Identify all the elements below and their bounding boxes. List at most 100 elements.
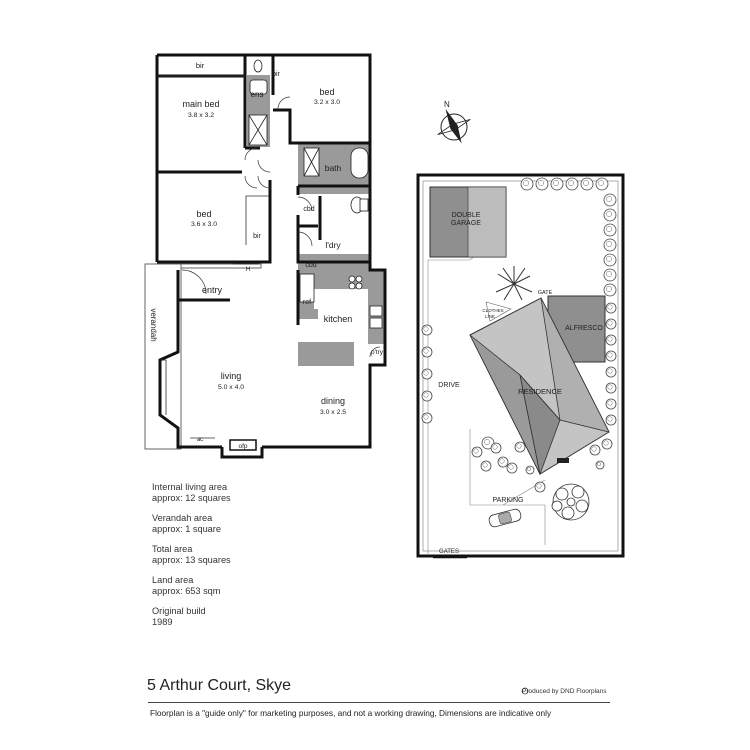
shrub-icon: [605, 302, 617, 314]
shrub-icon: [605, 318, 617, 330]
shrub-detail: [591, 446, 597, 452]
shrub-detail: [423, 414, 429, 420]
verandah-area-title: Verandah area: [152, 513, 213, 523]
shrub-detail: [607, 336, 613, 342]
shrub-detail: [607, 384, 613, 390]
shrub-detail: [607, 416, 613, 422]
shrub-icon: [603, 268, 617, 282]
shrub-icon: [514, 441, 526, 453]
shrub-detail: [523, 180, 529, 186]
shrub-icon: [497, 456, 509, 468]
gate-top-label: GATE: [538, 290, 553, 296]
shrub-icon: [603, 193, 617, 207]
shrub-icon: [605, 366, 617, 378]
shrub-detail: [423, 392, 429, 398]
room-label-verandah: verandah: [149, 308, 158, 341]
shrub-icon: [506, 462, 518, 474]
shrub-detail: [606, 271, 612, 277]
shrub-icon: [605, 398, 617, 410]
shrub-icon: [605, 350, 617, 362]
shrub-detail: [568, 180, 574, 186]
north-arrow: N: [437, 100, 471, 144]
shrub-detail: [538, 180, 544, 186]
site-plan: DOUBLE GARAGE ALFRESCO GATE RESIDENCE CL…: [416, 173, 625, 559]
shrub-detail: [482, 462, 488, 468]
shrub-detail: [583, 180, 589, 186]
clothes-label-1: CLOTHES: [482, 308, 503, 313]
verandah-area-value: approx: 1 square: [152, 524, 221, 534]
drive-label: DRIVE: [438, 382, 460, 389]
shrub-icon: [580, 177, 594, 191]
shrub-detail: [473, 448, 479, 454]
total-area-value: approx: 13 squares: [152, 555, 231, 565]
shrub-detail: [499, 458, 505, 464]
shrub-detail: [423, 326, 429, 332]
clothes-line: CLOTHES LINE: [482, 301, 512, 322]
shrub-detail: [553, 180, 559, 186]
original-build-value: 1989: [152, 617, 173, 627]
shrub-icon: [603, 223, 617, 237]
disclaimer-text: Floorplan is a "guide only" for marketin…: [150, 708, 552, 718]
room-dims-dining: 3.0 x 2.5: [320, 409, 346, 416]
garage-label-2: GARAGE: [451, 220, 481, 227]
room-dims-living: 5.0 x 4.0: [218, 384, 244, 391]
land-area-title: Land area: [152, 575, 194, 585]
internal-area: Internal living area approx: 12 squares: [152, 482, 352, 504]
shrub-detail: [607, 368, 613, 374]
room-label-cbd-left: cbd: [303, 206, 314, 213]
shrub-detail: [423, 370, 429, 376]
garage-label-1: DOUBLE: [452, 212, 481, 219]
room-label-kitchen: kitchen: [324, 314, 353, 324]
shrub-detail: [596, 461, 602, 467]
room-label-pantry: p'try: [371, 349, 384, 356]
shrub-detail: [607, 352, 613, 358]
shrub-icon: [490, 442, 502, 454]
room-label-ofp: ofp: [238, 443, 247, 450]
total-area: Total area approx: 13 squares: [152, 544, 352, 566]
area-summary: Internal living area approx: 12 squares …: [152, 482, 352, 637]
shrub-detail: [606, 286, 612, 292]
shrub-icon: [605, 414, 617, 426]
room-labels: bir main bed 3.8 x 3.2 ens bir bed 3.2 x…: [149, 61, 384, 450]
room-label-h: H: [246, 267, 250, 273]
shrub-detail: [516, 443, 522, 449]
shrubs: [421, 177, 617, 493]
residence-label: RESIDENCE: [518, 387, 562, 396]
land-area: Land area approx: 653 sqm: [152, 575, 352, 597]
shrub-icon: [525, 465, 535, 475]
car-icon: [488, 508, 522, 528]
room-label-living: living: [221, 371, 242, 381]
shrub-detail: [606, 256, 612, 262]
compass-icon: [440, 113, 468, 141]
shrub-icon: [605, 334, 617, 346]
total-area-title: Total area: [152, 544, 193, 554]
room-label-bir-side: bir: [253, 233, 261, 240]
land-area-value: approx: 653 sqm: [152, 586, 221, 596]
room-label-ens: ens: [251, 90, 264, 99]
room-label-entry: entry: [202, 285, 223, 295]
shrub-icon: [601, 438, 613, 450]
fixtures: [248, 59, 383, 366]
shrub-detail: [484, 439, 490, 445]
shrub-detail: [598, 180, 604, 186]
room-label-bir-top: bir: [196, 61, 205, 70]
shrub-icon: [480, 460, 492, 472]
room-label-ref: ref: [303, 299, 311, 306]
room-label-ac: ac: [197, 437, 203, 443]
shrub-icon: [595, 460, 605, 470]
shrub-icon: [471, 446, 483, 458]
shrub-detail: [423, 348, 429, 354]
shrub-icon: [605, 382, 617, 394]
footer-divider: [148, 702, 610, 703]
shrub-icon: [421, 390, 433, 402]
shrub-detail: [607, 320, 613, 326]
room-label-bed-2: bed: [196, 209, 211, 219]
shrub-icon: [520, 177, 534, 191]
clothes-label-2: LINE: [485, 314, 495, 319]
property-address: 5 Arthur Court, Skye: [147, 677, 292, 694]
shrub-icon: [565, 177, 579, 191]
shrub-icon: [595, 177, 609, 191]
room-label-bed-1: bed: [319, 87, 334, 97]
shrub-icon: [421, 324, 433, 336]
